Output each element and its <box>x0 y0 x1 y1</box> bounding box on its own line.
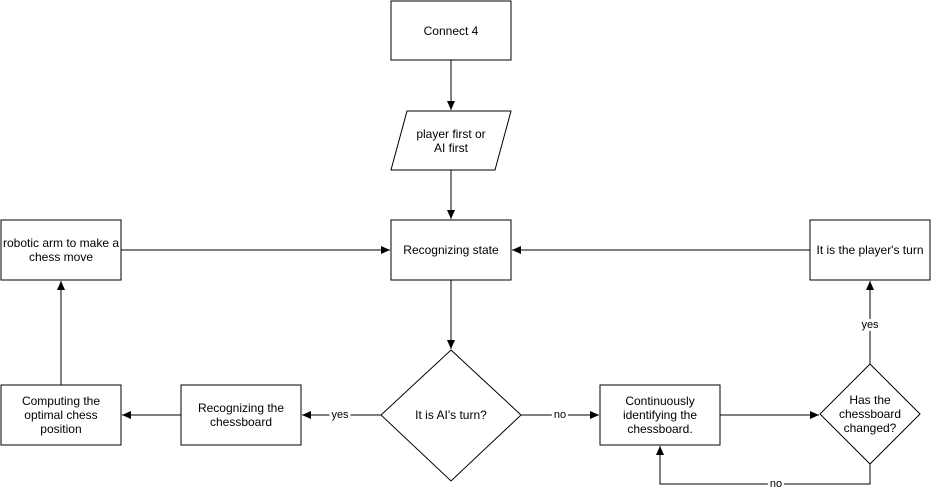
robotic-arm-box <box>0 219 122 281</box>
computing-optimal-box <box>0 384 122 446</box>
edge-label-no-right: no <box>551 409 569 421</box>
recognizing-chessboard-box <box>180 384 302 446</box>
connect4-box <box>390 0 512 61</box>
edge-label-yes-up: yes <box>859 319 881 331</box>
ai-turn-diamond <box>380 349 522 482</box>
recognizing-state-box <box>390 219 512 281</box>
edge-changed-loop-back <box>656 446 871 485</box>
edge-label-no-bottom: no <box>767 478 785 490</box>
continuously-identifying-box <box>599 384 721 446</box>
edge-label-yes-left: yes <box>329 409 351 421</box>
order-choice-parallelogram <box>390 110 512 171</box>
board-changed-diamond <box>819 363 921 465</box>
players-turn-box <box>809 219 931 281</box>
